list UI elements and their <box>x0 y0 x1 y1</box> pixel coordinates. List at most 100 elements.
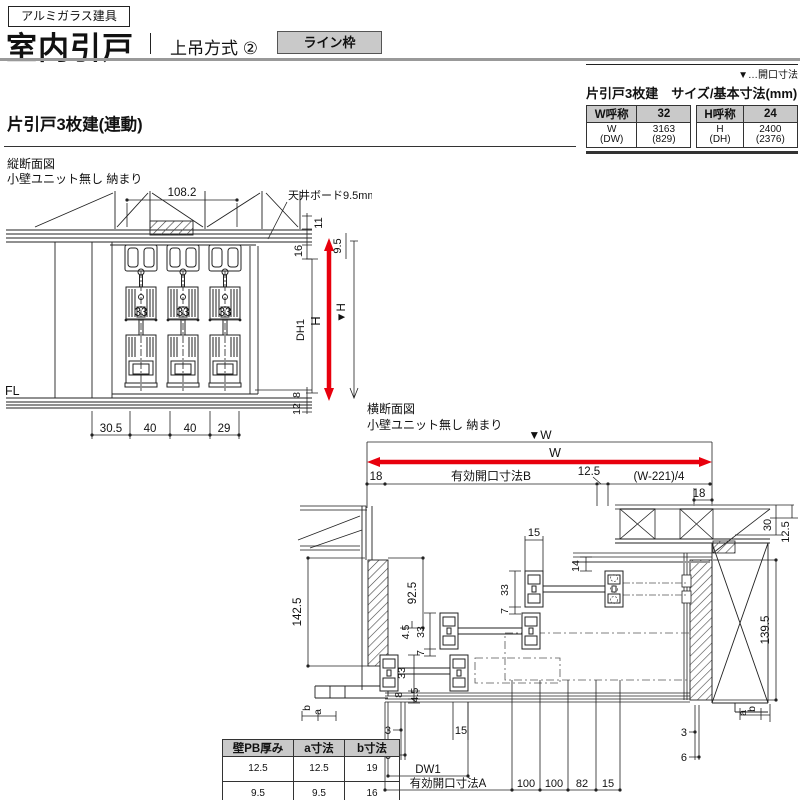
section-heading: 片引戸3枚建(連動) <box>7 116 143 134</box>
pb-header-1: a寸法 <box>293 739 345 757</box>
dim-panel-c: 33 <box>219 307 232 319</box>
w-name-value: 32 <box>636 105 692 123</box>
pb-row-1: 12.5 12.5 19 <box>222 756 400 782</box>
pb-cell: 9.5 <box>293 781 345 800</box>
size-panel-topline <box>586 64 798 65</box>
dim-b2: 40 <box>144 423 157 435</box>
dim-9-5: 9.5 <box>332 238 344 253</box>
floor-level-label: FL <box>5 384 20 398</box>
dimension-lines <box>91 199 359 439</box>
dim-h-open: ▼H <box>336 303 348 323</box>
title-separator <box>150 33 151 54</box>
dim-r3: 3 <box>681 727 687 739</box>
vertical-section-subcaption: 小壁ユニット無し 納まり <box>7 172 143 186</box>
pb-cell: 9.5 <box>222 781 294 800</box>
w-dim-value: 3163(829) <box>636 122 692 148</box>
dim-b45: 4.5 <box>400 625 412 640</box>
dim-16: 16 <box>293 245 305 257</box>
dim-a45: 4.5 <box>409 688 421 703</box>
header-divider <box>0 58 800 61</box>
ceiling-board-label: 天井ボード9.5mm厚 <box>288 188 372 202</box>
section-divider <box>4 146 576 147</box>
pb-row-2: 9.5 9.5 16 <box>222 781 400 800</box>
dim-right-18: 18 <box>693 488 706 500</box>
lintel-hatch <box>149 220 194 236</box>
left-wall <box>297 505 389 699</box>
dim-rb: b <box>746 706 758 712</box>
size-panel: ▼…開口寸法 片引戸3枚建 サイズ/基本寸法(mm) W呼称 32 W(DW) … <box>585 64 799 154</box>
width-arrow <box>367 457 712 467</box>
vertical-section-caption: 縦断面図 <box>7 157 56 171</box>
dim-s15: 15 <box>602 778 614 790</box>
dim-left-18: 18 <box>370 471 383 483</box>
dim-track-width: 108.2 <box>168 187 197 199</box>
dim-8: 8 <box>291 392 303 398</box>
horizontal-section-subcaption: 小壁ユニット無し 納まり <box>367 418 503 432</box>
category-label: アルミガラス建具 <box>8 6 130 27</box>
dim-142-5: 142.5 <box>292 598 304 627</box>
width-size-table: W呼称 32 W(DW) 3163(829) <box>585 105 692 148</box>
dim-w-formula: (W-221)/4 <box>634 471 686 483</box>
dim-b3: 40 <box>184 423 197 435</box>
door-panels-plan <box>379 570 624 692</box>
height-size-table: H呼称 24 H(DH) 2400(2376) <box>696 105 799 148</box>
dim-dh1: DH1 <box>295 319 307 341</box>
h-name-value: 24 <box>742 105 799 123</box>
pb-cell: 19 <box>344 756 400 782</box>
pb-thickness-table: 壁PB厚み a寸法 b寸法 12.5 12.5 19 9.5 9.5 16 <box>222 739 400 800</box>
dim-s82: 82 <box>576 778 588 790</box>
pb-header-0: 壁PB厚み <box>222 739 294 757</box>
dim-panel-a: 33 <box>135 307 148 319</box>
h-name-header: H呼称 <box>696 105 744 123</box>
dim-14: 14 <box>570 560 582 572</box>
dim-b7: 7 <box>415 650 427 656</box>
w-dim-label: W(DW) <box>585 122 638 148</box>
h-dim-value: 2400(2376) <box>742 122 799 148</box>
dim-s100b: 100 <box>545 778 563 790</box>
dim-l3: 3 <box>385 725 391 737</box>
frame-type-badge: ライン枠 <box>277 31 382 54</box>
dim-a33: 33 <box>396 667 408 679</box>
dim-92-5: 92.5 <box>407 582 419 604</box>
dim-dw1: DW1 <box>415 764 441 776</box>
opening-extent-lines <box>366 441 713 508</box>
size-table-title: 片引戸3枚建 サイズ/基本寸法(mm) <box>586 86 798 101</box>
vertical-section-drawing: 108.2 天井ボード9.5mm厚 11 16 9.5 33 33 33 DH1… <box>5 187 372 439</box>
dim-15-top: 15 <box>528 527 540 539</box>
dim-lb: b <box>301 705 313 711</box>
pb-cell: 16 <box>344 781 400 800</box>
dim-l15: 15 <box>455 725 467 737</box>
horizontal-section-caption: 横断面図 <box>367 402 416 416</box>
dim-12-5-top: 12.5 <box>578 466 600 478</box>
w-name-header: W呼称 <box>585 105 638 123</box>
dimension-ticks <box>90 198 242 437</box>
dim-eff-a: 有効開口寸法A <box>410 776 487 790</box>
track-and-projections <box>385 552 712 703</box>
pb-cell: 12.5 <box>293 756 345 782</box>
pb-cell: 12.5 <box>222 756 294 782</box>
w-open-marker: ▼W <box>528 428 552 442</box>
dim-w: W <box>549 446 561 460</box>
opening-note: ▼…開口寸法 <box>738 70 798 81</box>
height-arrow <box>324 238 334 401</box>
dim-12: 12 <box>291 403 303 415</box>
pb-header-2: b寸法 <box>344 739 400 757</box>
dim-a8: 8 <box>393 692 405 698</box>
dim-r6: 6 <box>681 752 687 764</box>
page-title: 室内引戸 <box>6 31 134 66</box>
method-label: 上吊方式 ② <box>170 39 258 58</box>
dim-139-5: 139.5 <box>760 616 772 645</box>
dim-30: 30 <box>762 519 774 531</box>
dim-eff-b: 有効開口寸法B <box>451 468 531 483</box>
dim-b33: 33 <box>415 626 427 638</box>
dim-s100a: 100 <box>517 778 535 790</box>
dim-ra: a <box>737 710 749 716</box>
right-wall <box>615 504 771 713</box>
wall-and-floor <box>6 242 312 409</box>
dim-la: a <box>312 709 324 715</box>
dim-h: H <box>308 316 323 325</box>
dim-c7: 7 <box>499 608 511 614</box>
size-panel-bottomline <box>586 151 798 154</box>
dim-12-5-right: 12.5 <box>780 521 792 542</box>
dim-11: 11 <box>313 217 325 228</box>
